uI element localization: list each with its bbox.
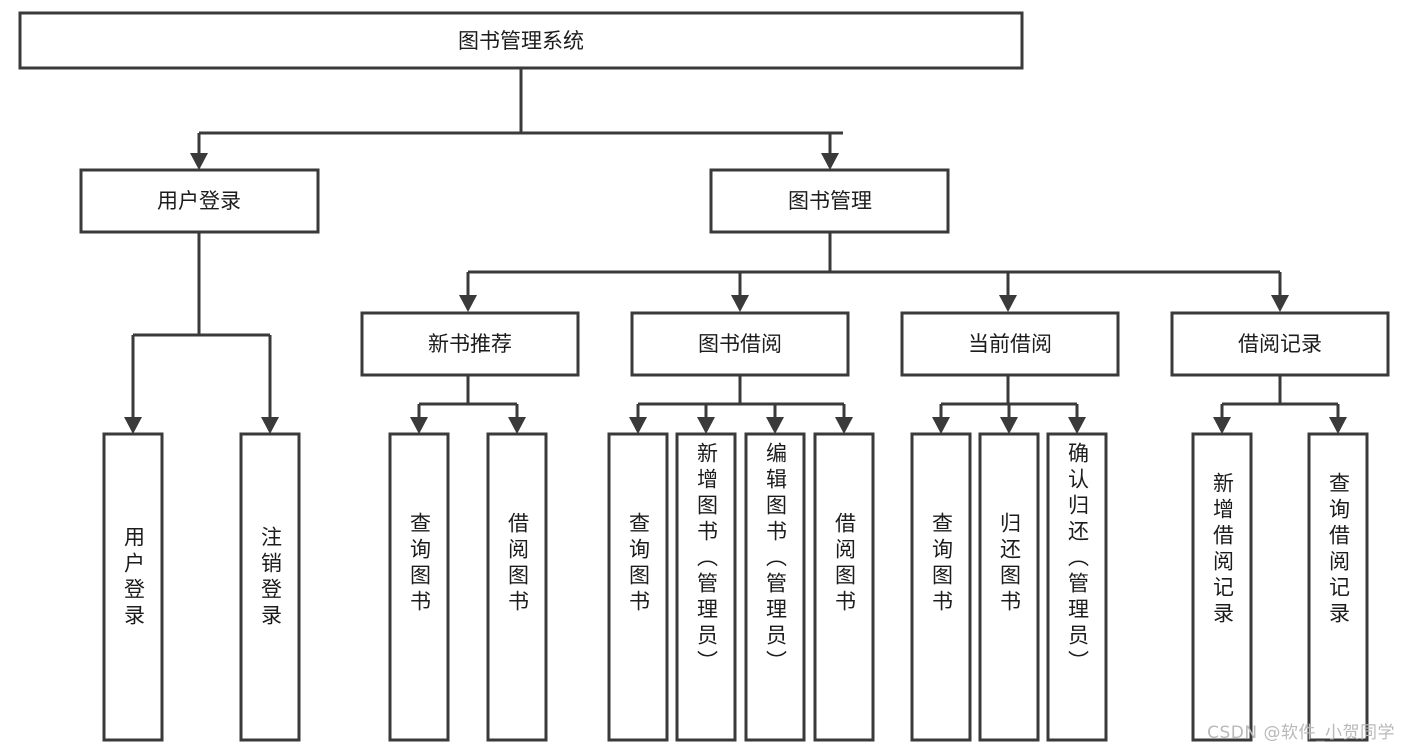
node-root[interactable]: 图书管理系统: [18, 11, 1024, 70]
connector-bookmanage-to-level3: [459, 232, 1289, 312]
csdn-watermark: CSDN @软件_小贺同学: [1207, 723, 1395, 743]
leaf-box-borrow-book-recommend[interactable]: [486, 432, 548, 742]
leaf-box-edit-book-admin[interactable]: [744, 432, 806, 742]
node-book-borrow[interactable]: 图书借阅: [630, 311, 850, 377]
leaf-box-query-book-borrow[interactable]: [607, 432, 669, 742]
connector-root-to-level2: [190, 68, 843, 170]
node-new-book-recommend[interactable]: 新书推荐: [360, 311, 580, 377]
node-borrow-record[interactable]: 借阅记录: [1170, 311, 1390, 377]
connector-currentborrow-to-leaves: [932, 375, 1086, 434]
leaf-box-query-book-recommend[interactable]: [388, 432, 450, 742]
leaf-box-add-borrow-record[interactable]: [1191, 432, 1253, 742]
connector-borrowrecord-to-leaves: [1213, 375, 1347, 434]
node-root-label: 图书管理系统: [458, 29, 584, 53]
leaf-box-borrow-book[interactable]: [813, 432, 875, 742]
leaf-box-user-login[interactable]: [102, 432, 164, 742]
leaf-box-logout-login[interactable]: [239, 432, 301, 742]
node-user-login-label: 用户登录: [157, 189, 241, 213]
node-new-book-recommend-label: 新书推荐: [428, 332, 512, 356]
connector-bookborrow-to-leaves: [629, 375, 853, 434]
connector-userlogin-to-leaves: [124, 232, 279, 434]
leaf-box-return-book[interactable]: [978, 432, 1040, 742]
node-book-manage-label: 图书管理: [788, 189, 872, 213]
connector-newbook-to-leaves: [410, 375, 526, 434]
node-book-manage[interactable]: 图书管理: [709, 168, 950, 234]
leaf-box-add-book-admin[interactable]: [675, 432, 737, 742]
node-book-borrow-label: 图书借阅: [698, 332, 782, 356]
leaf-box-query-borrow-record[interactable]: [1307, 432, 1369, 742]
node-current-borrow[interactable]: 当前借阅: [900, 311, 1120, 377]
leaf-box-query-book-current[interactable]: [910, 432, 972, 742]
node-current-borrow-label: 当前借阅: [968, 332, 1052, 356]
node-borrow-record-label: 借阅记录: [1238, 332, 1322, 356]
node-user-login[interactable]: 用户登录: [79, 168, 320, 234]
leaf-box-confirm-return-admin[interactable]: [1046, 432, 1108, 742]
